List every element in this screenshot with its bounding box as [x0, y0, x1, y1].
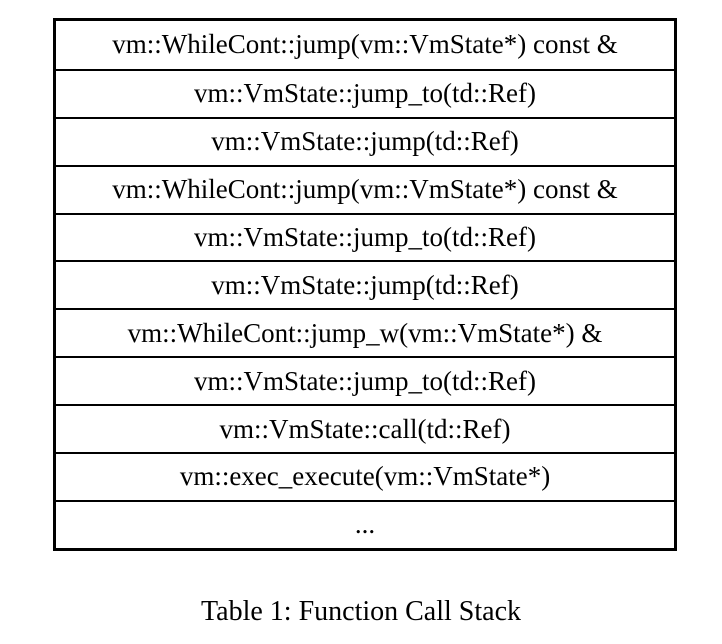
table-row: vm::VmState::jump(td::Ref): [56, 116, 674, 165]
table-row: vm::exec_execute(vm::VmState*): [56, 452, 674, 500]
table-row: vm::VmState::jump_to(td::Ref): [56, 212, 674, 261]
table-row-ellipsis: ...: [56, 499, 674, 548]
table-row: vm::VmState::jump_to(td::Ref): [56, 356, 674, 405]
table-row: vm::VmState::jump_to(td::Ref): [56, 68, 674, 117]
table-caption: Table 1: Function Call Stack: [201, 596, 521, 627]
table-row: vm::WhileCont::jump_w(vm::VmState*) &: [56, 308, 674, 357]
function-call-stack-table: vm::WhileCont::jump(vm::VmState*) const …: [53, 18, 677, 551]
table-row: vm::VmState::jump(td::Ref): [56, 260, 674, 309]
table-row: vm::WhileCont::jump(vm::VmState*) const …: [56, 164, 674, 213]
table-row: vm::WhileCont::jump(vm::VmState*) const …: [56, 21, 674, 69]
table-row: vm::VmState::call(td::Ref): [56, 404, 674, 453]
